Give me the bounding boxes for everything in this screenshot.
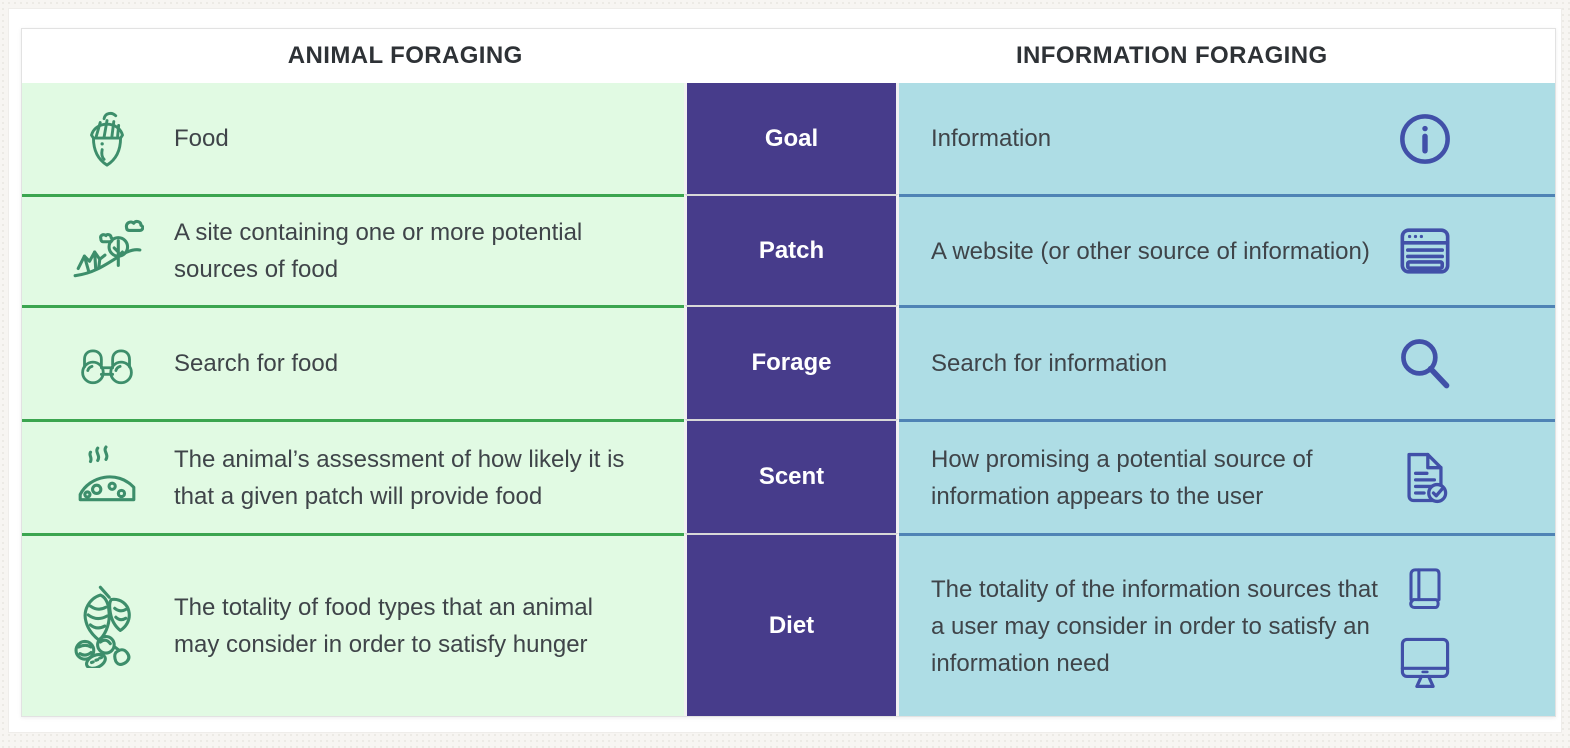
info-cell-diet: The totality of the information sources … (899, 533, 1555, 716)
animal-text: Search for food (174, 350, 339, 377)
animal-cell-patch: A site containing one or more potential … (22, 194, 684, 305)
book-icon (1397, 562, 1453, 618)
concept-cell: Goal (684, 83, 899, 194)
table-row-forage: Search for food Forage Search for inform… (22, 305, 1555, 419)
table-row-patch: A site containing one or more potential … (22, 194, 1555, 305)
concept-cell: Diet (684, 533, 899, 716)
animal-text: Food (174, 125, 229, 152)
animal-cell-diet: The totality of food types that an anima… (22, 533, 684, 716)
information-text: Information (931, 125, 1052, 152)
animal-cell-scent: The animal’s assessment of how likely it… (22, 419, 684, 533)
information-text: The totality of the information sources … (931, 575, 1378, 677)
animal-text: The totality of food types that an anima… (174, 594, 593, 658)
concept-cell: Patch (684, 194, 899, 305)
concept-cell: Forage (684, 305, 899, 419)
foraging-comparison-table: ANIMAL FORAGING INFORMATION FORAGING Foo… (21, 28, 1556, 717)
browser-window-icon (1379, 222, 1471, 280)
concept-cell: Scent (684, 419, 899, 533)
info-cell-goal: Information (899, 83, 1555, 194)
information-text: A website (or other source of informatio… (931, 237, 1370, 265)
table-row-goal: Food Goal Information (22, 83, 1555, 194)
information-text: Search for information (931, 350, 1168, 377)
table-row-scent: The animal’s assessment of how likely it… (22, 419, 1555, 533)
monitor-icon (1396, 634, 1454, 690)
table-row-diet: The totality of food types that an anima… (22, 533, 1555, 716)
smelly-cheese-icon (52, 445, 162, 511)
card: ANIMAL FORAGING INFORMATION FORAGING Foo… (8, 8, 1562, 733)
information-text: How promising a potential source of info… (931, 445, 1313, 510)
acorn-icon (52, 108, 162, 170)
info-cell-scent: How promising a potential source of info… (899, 419, 1555, 533)
hops-and-nuts-icon (52, 584, 162, 668)
info-circle-icon (1379, 110, 1471, 168)
info-cell-forage: Search for information (899, 305, 1555, 419)
animal-text: The animal’s assessment of how likely it… (174, 445, 625, 510)
animal-cell-goal: Food (22, 83, 684, 194)
animal-foraging-header: ANIMAL FORAGING (287, 42, 523, 69)
magnifier-icon (1379, 334, 1471, 394)
info-cell-patch: A website (or other source of informatio… (899, 194, 1555, 305)
binoculars-icon (52, 334, 162, 394)
document-check-icon (1379, 448, 1471, 508)
animal-cell-forage: Search for food (22, 305, 684, 419)
animal-text: A site containing one or more potential … (174, 219, 583, 283)
header-row: ANIMAL FORAGING INFORMATION FORAGING (22, 29, 1555, 83)
information-foraging-header: INFORMATION FORAGING (1015, 42, 1328, 69)
diet-icons (1379, 562, 1471, 690)
hillside-patch-icon (52, 214, 162, 288)
